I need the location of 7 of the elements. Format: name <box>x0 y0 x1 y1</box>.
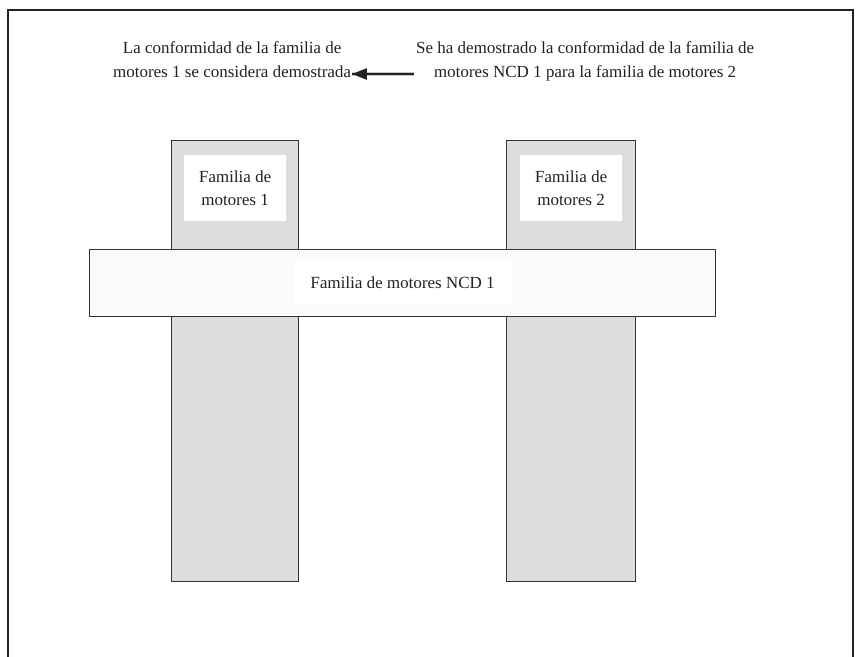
band-label: Familia de motores NCD 1 <box>294 261 511 305</box>
arrow <box>352 68 414 80</box>
note-text: Se ha demostrado la conformidad de la familia de motores NCD 1 para la familia de motores 2 <box>415 37 755 83</box>
note-text: La conformidad de la familia de motores 1 se considera demostrada <box>112 37 352 83</box>
column-label: Familia de motores 1 <box>184 155 286 221</box>
column-label: Familia de motores 2 <box>520 155 622 221</box>
band-box <box>89 249 716 317</box>
